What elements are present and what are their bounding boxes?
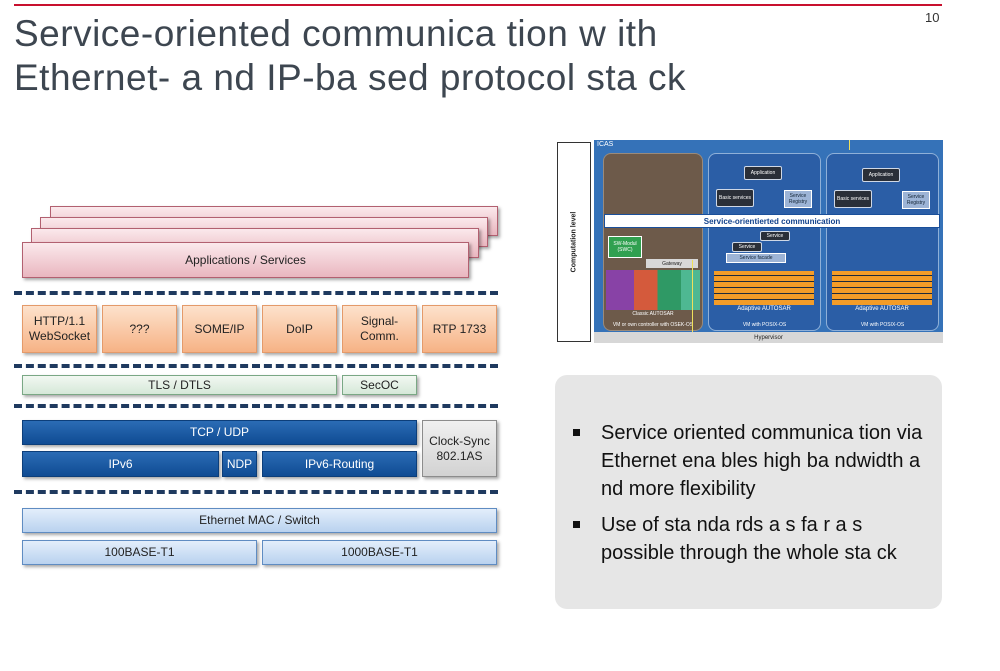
secoc-box: SecOC bbox=[342, 375, 417, 395]
slide-title: Service-oriented communica tion w ith Et… bbox=[14, 12, 686, 100]
architecture-figure: Computation level ICAS VM or own control… bbox=[557, 140, 943, 343]
tls-dtls-box: TLS / DTLS bbox=[22, 375, 337, 395]
bullet-list: Service oriented communica tion via Ethe… bbox=[571, 419, 931, 575]
bullet-item: Service oriented communica tion via Ethe… bbox=[571, 419, 931, 503]
sw-module-block: SW-Modul (SWC) bbox=[608, 236, 642, 258]
summary-box: Service oriented communica tion via Ethe… bbox=[555, 375, 942, 609]
header-accent-line bbox=[14, 4, 942, 6]
basic-services-block-1: Basic services bbox=[716, 189, 754, 207]
ethernet-mac-switch-box: Ethernet MAC / Switch bbox=[22, 508, 497, 533]
bullet-item: Use of sta nda rds a s fa r a s possible… bbox=[571, 511, 931, 567]
service-block-top: Service bbox=[760, 231, 790, 241]
gateway-block: Gateway bbox=[646, 259, 698, 268]
layer-divider bbox=[14, 291, 498, 295]
service-block: Service bbox=[732, 242, 762, 252]
service-registry-1: Service Registry bbox=[784, 190, 812, 208]
tcp-udp-box: TCP / UDP bbox=[22, 420, 417, 445]
adaptive-autosar-label-2: Adaptive AUTOSAR bbox=[855, 306, 909, 312]
hypervisor-bar: Hypervisor bbox=[594, 332, 943, 343]
layer-divider bbox=[14, 364, 498, 368]
clock-sync-box: Clock-Sync 802.1AS bbox=[422, 420, 497, 477]
icas-panel: ICAS VM or own controller with OSEK-OS V… bbox=[594, 140, 943, 343]
service-registry-2: Service Registry bbox=[902, 191, 930, 209]
ipv6-box: IPv6 bbox=[22, 451, 219, 477]
service-oriented-band: Service-orientierted communication bbox=[604, 214, 940, 228]
bullet-text: Service oriented communica tion via Ethe… bbox=[601, 422, 923, 500]
computation-level-label: Computation level bbox=[570, 211, 578, 273]
connection-line bbox=[849, 140, 850, 150]
bullet-text: Use of sta nda rds a s fa r a s possible… bbox=[601, 514, 897, 564]
vm-classic-label: VM or own controller with OSEK-OS bbox=[612, 322, 694, 328]
protocol-signal-comm: Signal-Comm. bbox=[342, 305, 417, 353]
phy-100base-t1-box: 100BASE-T1 bbox=[22, 540, 257, 565]
computation-level-axis: Computation level bbox=[557, 142, 591, 342]
protocol-unknown: ??? bbox=[102, 305, 177, 353]
protocol-rtp-1733: RTP 1733 bbox=[422, 305, 497, 353]
protocol-http-websocket: HTTP/1.1 WebSocket bbox=[22, 305, 97, 353]
bullet-square-icon bbox=[573, 521, 580, 528]
title-line-1: Service-oriented communica tion w ith bbox=[14, 13, 658, 54]
protocol-doip: DoIP bbox=[262, 305, 337, 353]
layer-divider bbox=[14, 404, 498, 408]
bullet-square-icon bbox=[573, 429, 580, 436]
application-block-2: Application bbox=[862, 168, 900, 182]
protocol-some-ip: SOME/IP bbox=[182, 305, 257, 353]
title-line-2: Ethernet- a nd IP-ba sed protocol sta ck bbox=[14, 57, 686, 98]
applications-services-box: Applications / Services bbox=[22, 242, 469, 278]
adaptive-autosar-stack-2 bbox=[832, 271, 932, 305]
ndp-box: NDP bbox=[222, 451, 257, 477]
page-number: 10 bbox=[925, 10, 940, 25]
vm-adaptive-2-label: VM with POSIX-OS bbox=[860, 322, 905, 328]
application-block-1: Application bbox=[744, 166, 782, 180]
classic-autosar-stack bbox=[606, 270, 700, 310]
classic-autosar-label: Classic AUTOSAR bbox=[632, 311, 674, 317]
basic-services-block-2: Basic services bbox=[834, 190, 872, 208]
icas-label: ICAS bbox=[597, 141, 614, 148]
vm-adaptive-1-label: VM with POSIX-OS bbox=[742, 322, 787, 328]
adaptive-autosar-stack-1 bbox=[714, 271, 814, 305]
adaptive-autosar-label-1: Adaptive AUTOSAR bbox=[737, 306, 791, 312]
layer-divider bbox=[14, 490, 498, 494]
connection-line bbox=[692, 260, 693, 343]
service-facade: Service facade bbox=[726, 253, 786, 263]
ipv6-routing-box: IPv6-Routing bbox=[262, 451, 417, 477]
phy-1000base-t1-box: 1000BASE-T1 bbox=[262, 540, 497, 565]
